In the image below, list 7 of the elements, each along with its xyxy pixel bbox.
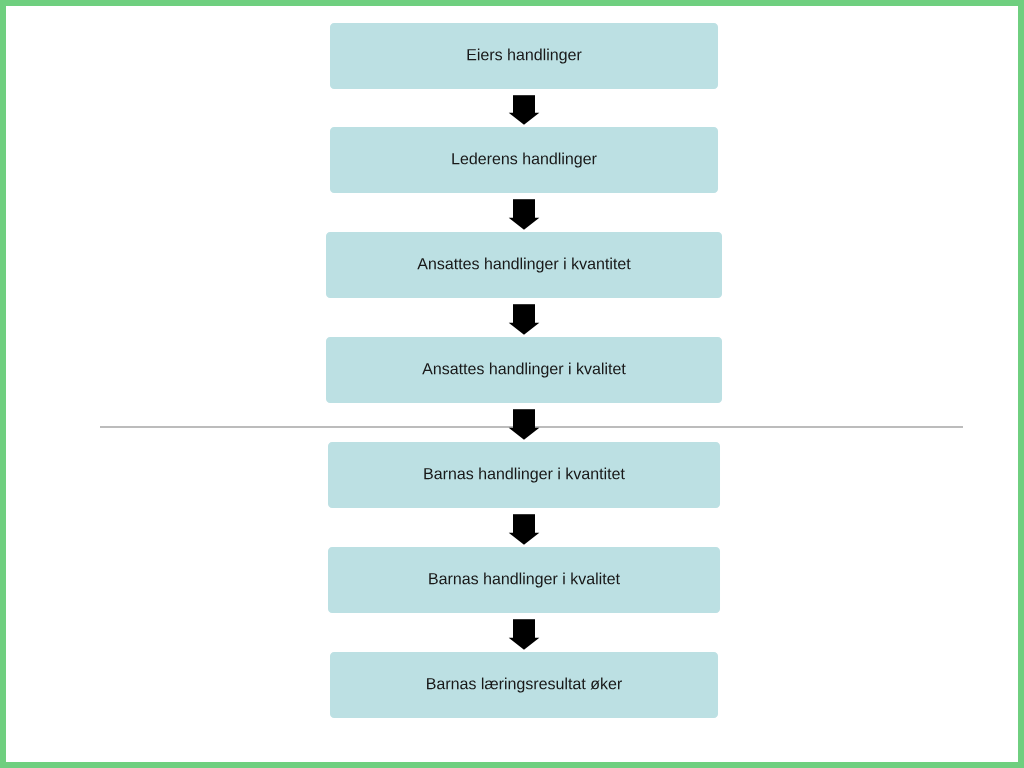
process-box: Ansattes handlinger i kvalitet — [326, 337, 722, 403]
process-box: Barnas handlinger i kvantitet — [328, 442, 720, 508]
process-box: Eiers handlinger — [330, 23, 718, 89]
process-box: Barnas læringsresultat øker — [330, 652, 718, 718]
process-box: Barnas handlinger i kvalitet — [328, 547, 720, 613]
process-box: Lederens handlinger — [330, 127, 718, 193]
process-box: Ansattes handlinger i kvantitet — [326, 232, 722, 298]
